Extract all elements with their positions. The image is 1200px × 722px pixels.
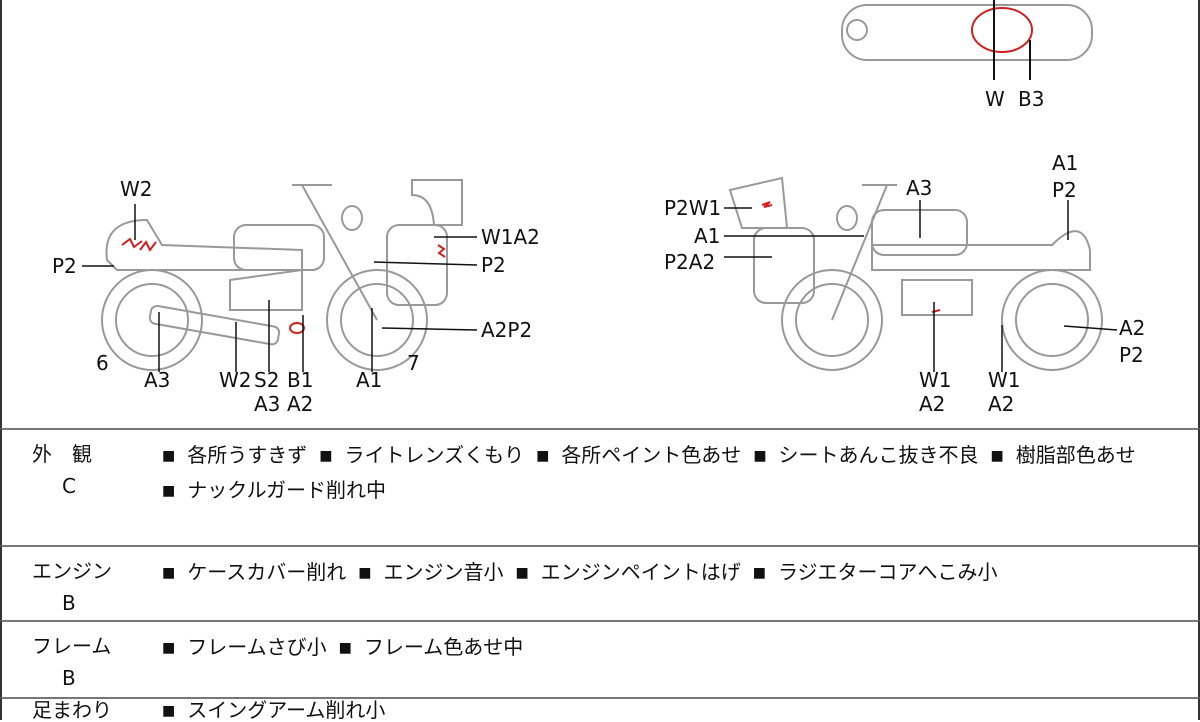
diagram-label: P2 [1119, 343, 1144, 367]
diagram-label: A2 [1119, 316, 1146, 340]
row-category: フレーム [32, 634, 112, 658]
top-view-motorcycle [841, 0, 1093, 80]
diagram-label: S2 [254, 368, 280, 392]
diagram-label: P2A2 [664, 250, 716, 274]
diagram-label: B3 [1018, 87, 1045, 111]
condition-item: 樹脂部色あせ [991, 438, 1136, 473]
right-side-motorcycle [728, 176, 1103, 371]
row-frame: フレーム B フレームさび小フレーム色あせ中 [0, 620, 1200, 697]
row-grade: C [62, 474, 76, 498]
condition-item: 各所ペイント色あせ [536, 438, 741, 473]
condition-item: 各所うすきず [162, 438, 307, 473]
diagram-label: W2 [219, 368, 252, 392]
diagram-label: A2 [919, 392, 946, 416]
row-category: エンジン [32, 559, 112, 583]
diagram-label: W1A2 [481, 225, 540, 249]
condition-item: ラジエターコアへこみ小 [753, 555, 998, 590]
condition-item: エンジンペイントはげ [515, 555, 741, 590]
diagram-label: B1 [287, 368, 314, 392]
diagram-label: A3 [906, 176, 933, 200]
diagram-label: A3 [144, 368, 171, 392]
diagram-label: P2W1 [664, 196, 722, 220]
diagram-label: P2 [1052, 178, 1077, 202]
left-leader-lines [82, 204, 478, 372]
condition-item: シートあんこ抜き不良 [753, 438, 979, 473]
diagram-label: A3 [254, 392, 281, 416]
row-grade: B [62, 666, 76, 690]
diagram-label: 7 [407, 351, 420, 375]
diagram-label: P2 [52, 254, 77, 278]
diagram-label: A1 [694, 224, 721, 248]
diagram-label: W1 [919, 368, 952, 392]
diagram-label: P2 [481, 253, 506, 277]
diagram-label: A1 [356, 368, 383, 392]
diagram-label: W [985, 87, 1005, 111]
condition-item: スイングアーム削れ小 [162, 699, 385, 722]
row-category: 外 観 [32, 442, 92, 466]
diagram-label: 6 [96, 351, 109, 375]
row-engine: エンジン B ケースカバー削れエンジン音小エンジンペイントはげラジエターコアへこみ… [0, 545, 1200, 620]
diagram-label: A2 [287, 392, 314, 416]
condition-item: フレーム色あせ中 [339, 630, 523, 665]
condition-item: ナックルガード削れ中 [162, 473, 386, 508]
condition-table: 外 観 C 各所うすきずライトレンズくもり各所ペイント色あせシートあんこ抜き不良樹… [0, 428, 1200, 722]
condition-item: フレームさび小 [162, 630, 326, 665]
diagram-label: W1 [988, 368, 1021, 392]
row-suspension: 足まわり スイングアーム削れ小 [0, 697, 1200, 722]
row-exterior: 外 観 C 各所うすきずライトレンズくもり各所ペイント色あせシートあんこ抜き不良樹… [0, 428, 1200, 545]
right-leader-lines [724, 200, 1118, 372]
row-grade: B [62, 591, 76, 615]
diagram-label: W2 [120, 177, 153, 201]
condition-item: エンジン音小 [358, 555, 503, 590]
diagram-label: A2 [988, 392, 1015, 416]
motorcycle-drawings [82, 0, 1118, 372]
condition-item: ライトレンズくもり [319, 438, 524, 473]
diagram-label: A2P2 [481, 318, 533, 342]
diagram-label: A1 [1052, 151, 1079, 175]
left-side-motorcycle [101, 179, 463, 371]
damage-diagram: W B3 W2 P2 W1A2 P2 A2P2 6 A3 W2 S2 B1 A3… [0, 0, 1200, 428]
row-category: 足まわり [32, 698, 112, 722]
condition-item: ケースカバー削れ [162, 555, 346, 590]
